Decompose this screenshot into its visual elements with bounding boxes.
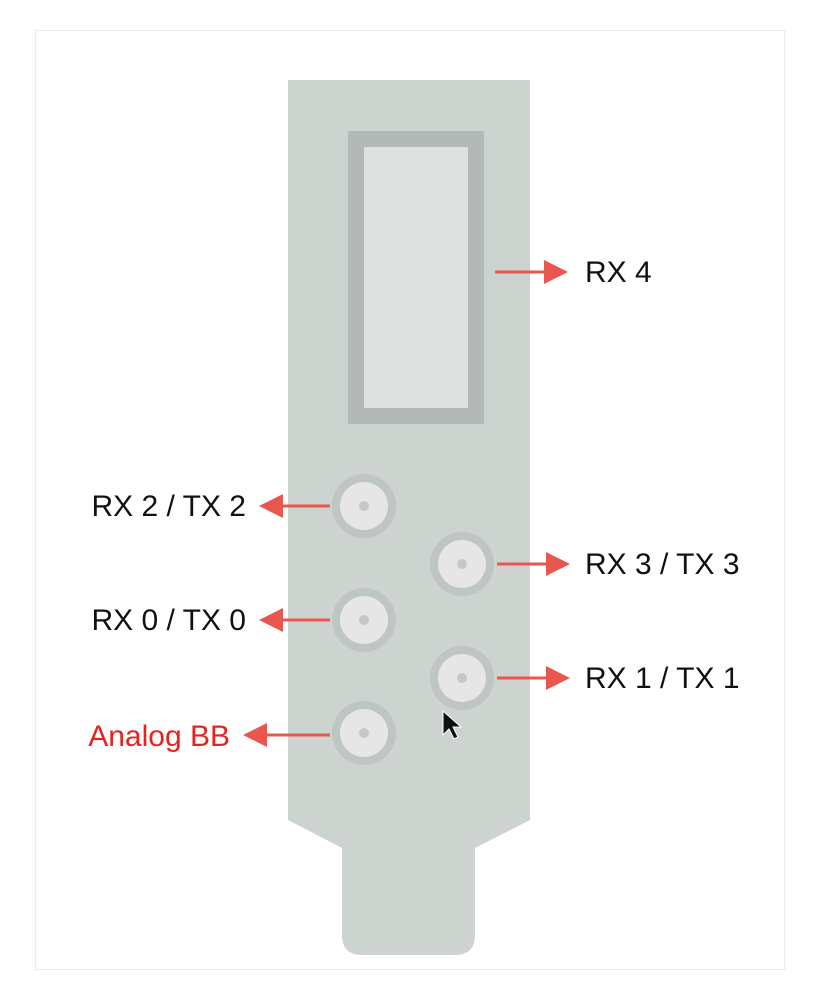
connector-rx1-tx1 (430, 646, 494, 710)
rx4-port-window (364, 147, 468, 408)
label-analog-bb: Analog BB (88, 720, 230, 753)
mouse-pointer-icon (442, 709, 463, 740)
connector-rx3-tx3 (430, 532, 494, 596)
connector-rx0-tx0 (332, 588, 396, 652)
label-rx2-tx2: RX 2 / TX 2 (91, 490, 246, 523)
label-rx0-tx0: RX 0 / TX 0 (91, 604, 246, 637)
label-rx4: RX 4 (585, 256, 652, 289)
label-rx3-tx3: RX 3 / TX 3 (585, 548, 740, 581)
connector-analog-bb (332, 701, 396, 765)
connector-rx2-tx2 (332, 474, 396, 538)
label-rx1-tx1: RX 1 / TX 1 (585, 662, 740, 695)
